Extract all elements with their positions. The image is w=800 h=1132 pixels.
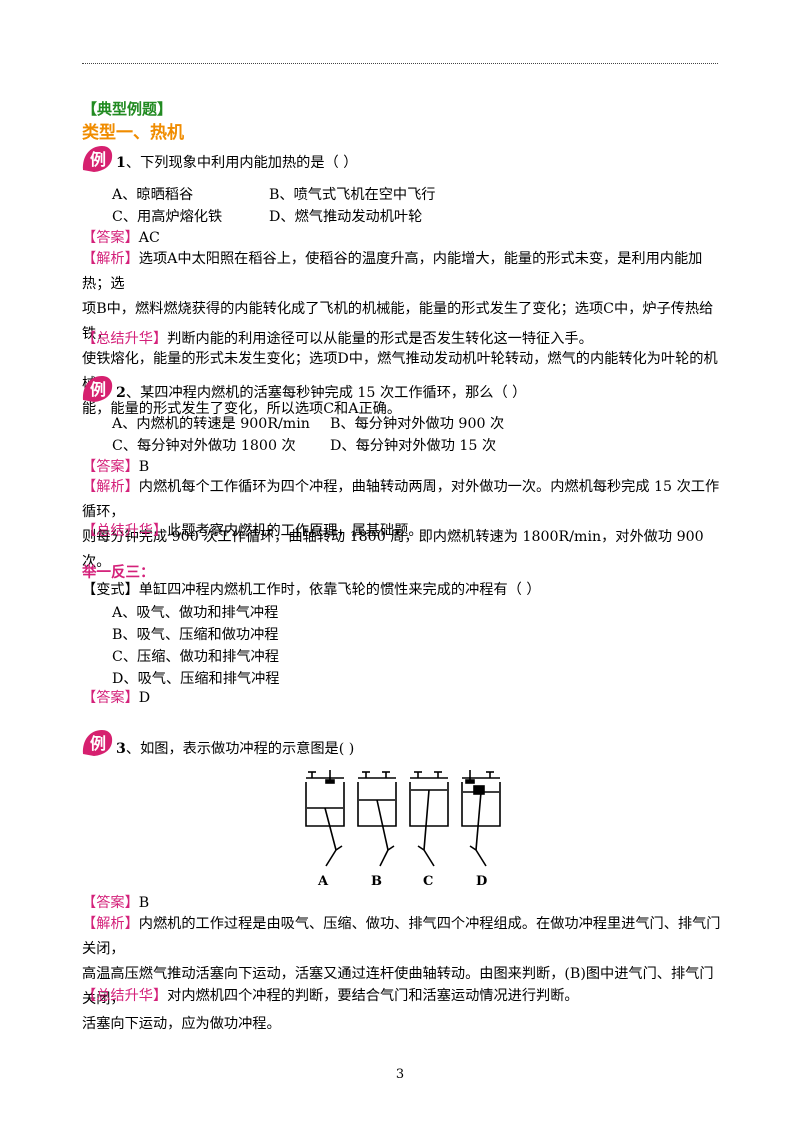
variant-option-a: A、吸气、做功和排气冲程 xyxy=(112,605,279,621)
variant-option-b: B、吸气、压缩和做功冲程 xyxy=(112,627,279,643)
summary-tag: 【总结升华】 xyxy=(82,331,168,347)
q3-analysis: 【解析】内燃机的工作过程是由吸气、压缩、做功、排气四个冲程组成。在做功冲程里进气… xyxy=(82,912,722,1037)
variant-answer: 【答案】D xyxy=(82,690,151,706)
answer-tag: 【答案】 xyxy=(82,230,139,246)
q1-analysis-line-4: 能，能量的形式发生了变化，所以选项C和A正确。 xyxy=(82,401,402,417)
q1-stem-text: 、下列现象中利用内能加热的是（ ） xyxy=(125,155,358,171)
engine-strokes-figure: A B C D xyxy=(305,770,501,889)
q3-number: 3 xyxy=(116,741,126,757)
variant-heading: 举一反三： xyxy=(82,565,155,581)
q2-analysis: 【解析】内燃机每个工作循环为四个冲程，曲轴转动两周，对外做功一次。内燃机每秒完成… xyxy=(82,475,722,575)
q2-summary: 【总结升华】此题考察内燃机的工作原理，属基础题。 xyxy=(82,523,423,539)
q1-analysis-line-1: 【解析】选项A中太阳照在稻谷上，使稻谷的温度升高，内能增大，能量的形式未变，是利… xyxy=(82,251,703,292)
figure-label-a: A xyxy=(317,874,329,889)
q1-analysis-line-2: 项B中，燃料燃烧获得的内能转化成了飞机的机械能，能量的形式发生了变化；选项C中，… xyxy=(82,301,714,342)
figure-label-d: D xyxy=(476,874,487,889)
header-rule xyxy=(82,63,718,64)
badge-char: 例 xyxy=(90,150,106,169)
q3-summary: 【总结升华】对内燃机四个冲程的判断，要结合气门和活塞运动情况进行判断。 xyxy=(82,988,579,1004)
example-badge-icon: 例 xyxy=(82,730,113,756)
variant-option-c: C、压缩、做功和排气冲程 xyxy=(112,649,279,665)
variant-stem: 【变式】单缸四冲程内燃机工作时，依靠飞轮的惯性来完成的冲程有（ ） xyxy=(82,582,541,598)
figure-label-c: C xyxy=(423,874,433,889)
q1-summary: 【总结升华】判断内能的利用途径可以从能量的形式是否发生转化这一特征入手。 xyxy=(82,331,593,347)
q2-option-b: B、每分钟对外做功 900 次 xyxy=(330,416,505,432)
q2-stem: 2、某四冲程内燃机的活塞每秒钟完成 15 次工作循环，那么（ ） xyxy=(116,385,527,401)
svg-text:例: 例 xyxy=(90,734,106,753)
q1-option-a: A、晾晒稻谷 xyxy=(112,187,194,203)
q3-stem: 3、如图，表示做功冲程的示意图是( ) xyxy=(116,741,355,757)
variant-option-d: D、吸气、压缩和排气冲程 xyxy=(112,671,280,687)
q1-analysis: 【解析】选项A中太阳照在稻谷上，使稻谷的温度升高，内能增大，能量的形式未变，是利… xyxy=(82,247,722,422)
figure-label-b: B xyxy=(371,874,382,889)
engine-a xyxy=(305,770,345,867)
q2-option-a: A、内燃机的转速是 900R/min xyxy=(112,416,310,432)
q1-option-b: B、喷气式飞机在空中飞行 xyxy=(269,187,436,203)
example-badge-icon: 例 xyxy=(82,376,113,402)
q3-answer: 【答案】B xyxy=(82,895,150,911)
q2-answer-value: B xyxy=(138,459,150,475)
q1-option-d: D、燃气推动发动机叶轮 xyxy=(269,209,423,225)
q3-analysis-line-2: 高温高压燃气推动活塞向下运动，活塞又通过连杆使曲轴转动。由图来判断，(B)图中进… xyxy=(82,966,714,1007)
q2-analysis-line-2: 则每分钟完成 900 次工作循环，曲轴转动 1800 周，即内燃机转速为 180… xyxy=(82,529,704,570)
type-heading: 类型一、热机 xyxy=(82,123,184,143)
example-badge-icon: 例 xyxy=(82,146,113,172)
q3-answer-value: B xyxy=(138,895,150,911)
variant-tag: 【变式】 xyxy=(82,582,139,598)
page-number: 3 xyxy=(395,1067,405,1082)
q1-stem: 1、下列现象中利用内能加热的是（ ） xyxy=(116,152,357,172)
q2-answer: 【答案】B xyxy=(82,459,150,475)
q1-answer: 【答案】AC xyxy=(82,226,722,250)
analysis-tag: 【解析】 xyxy=(82,251,139,267)
q1-option-c: C、用高炉熔化铁 xyxy=(112,209,223,225)
q3-analysis-line-3: 活塞向下运动，应为做功冲程。 xyxy=(82,1016,281,1032)
section-header: 【典型例题】 xyxy=(82,100,173,118)
q3-analysis-line-1: 【解析】内燃机的工作过程是由吸气、压缩、做功、排气四个冲程组成。在做功冲程里进气… xyxy=(82,916,721,957)
engine-c xyxy=(409,771,449,867)
engine-d xyxy=(461,770,501,867)
q2-option-c: C、每分钟对外做功 1800 次 xyxy=(112,438,296,454)
q2-number: 2 xyxy=(116,385,126,401)
variant-answer-value: D xyxy=(138,690,151,706)
q2-analysis-line-1: 【解析】内燃机每个工作循环为四个冲程，曲轴转动两周，对外做功一次。内燃机每秒完成… xyxy=(82,479,720,520)
engine-b xyxy=(357,771,397,867)
svg-text:例: 例 xyxy=(90,380,106,399)
q1-number: 1 xyxy=(116,155,126,171)
q2-option-d: D、每分钟对外做功 15 次 xyxy=(330,438,497,454)
q1-answer-value: AC xyxy=(138,230,160,246)
